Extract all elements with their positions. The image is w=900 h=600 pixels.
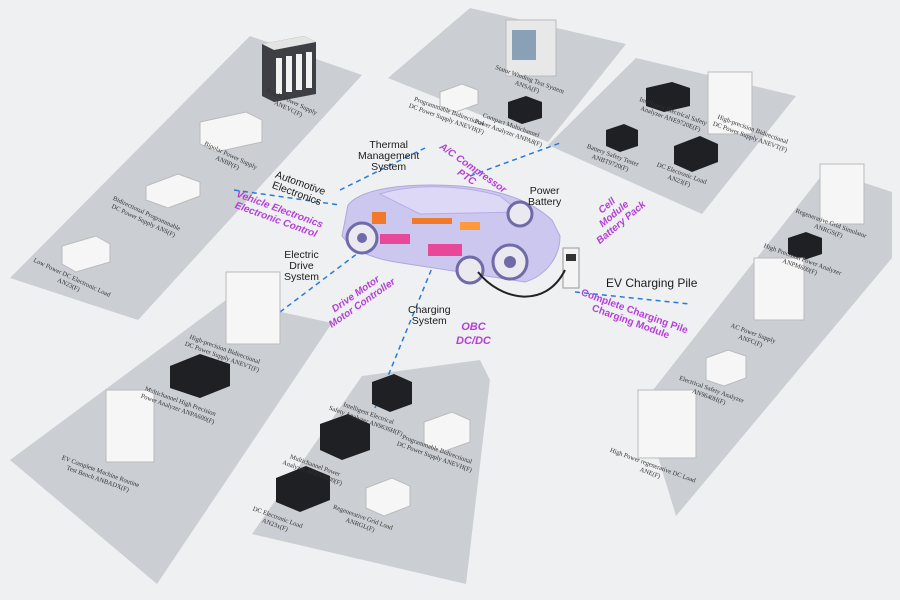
device-routine-test-bench (105, 389, 155, 463)
device-electrical-safety-9640 (705, 349, 747, 387)
device-bipolar-supply (199, 111, 263, 153)
device-regen-grid-sim (819, 163, 865, 225)
device-dc-load-23x (276, 466, 330, 512)
charging-pile-illustration (477, 247, 580, 298)
device-compact-analyzer (508, 96, 542, 124)
device-evh-supply-charging (423, 411, 471, 453)
device-bidirectional-evh (439, 83, 479, 113)
device-low-power-load (61, 235, 111, 273)
device-dc-load-battery (674, 136, 718, 172)
device-regen-dc-load (637, 389, 697, 459)
ev-car-illustration (341, 184, 561, 285)
device-stator-winding-tester (505, 19, 557, 77)
device-battery-safety-tester (606, 124, 638, 152)
device-safety-analyzer-9636 (372, 374, 412, 412)
panel-drive (10, 300, 332, 584)
panel-pile (642, 170, 892, 516)
device-bidirectional-evt (707, 71, 753, 135)
device-intelligent-safety-analyzer (646, 82, 690, 112)
device-regen-grid-load (365, 477, 411, 517)
divider-lines (233, 142, 691, 409)
device-ac-power-supply (753, 257, 805, 321)
device-bidirectional-evt-drive (225, 271, 281, 345)
ev-charging-pile-title: EV Charging Pile (606, 276, 698, 290)
device-ripple-supply (262, 36, 316, 102)
device-multichannel-analyzer-8600 (320, 414, 370, 460)
device-power-analyzer-pm600 (788, 232, 822, 260)
device-bidirectional-supply (145, 173, 201, 209)
device-pa600-analyzer (170, 354, 230, 398)
panel-charging (252, 360, 490, 584)
